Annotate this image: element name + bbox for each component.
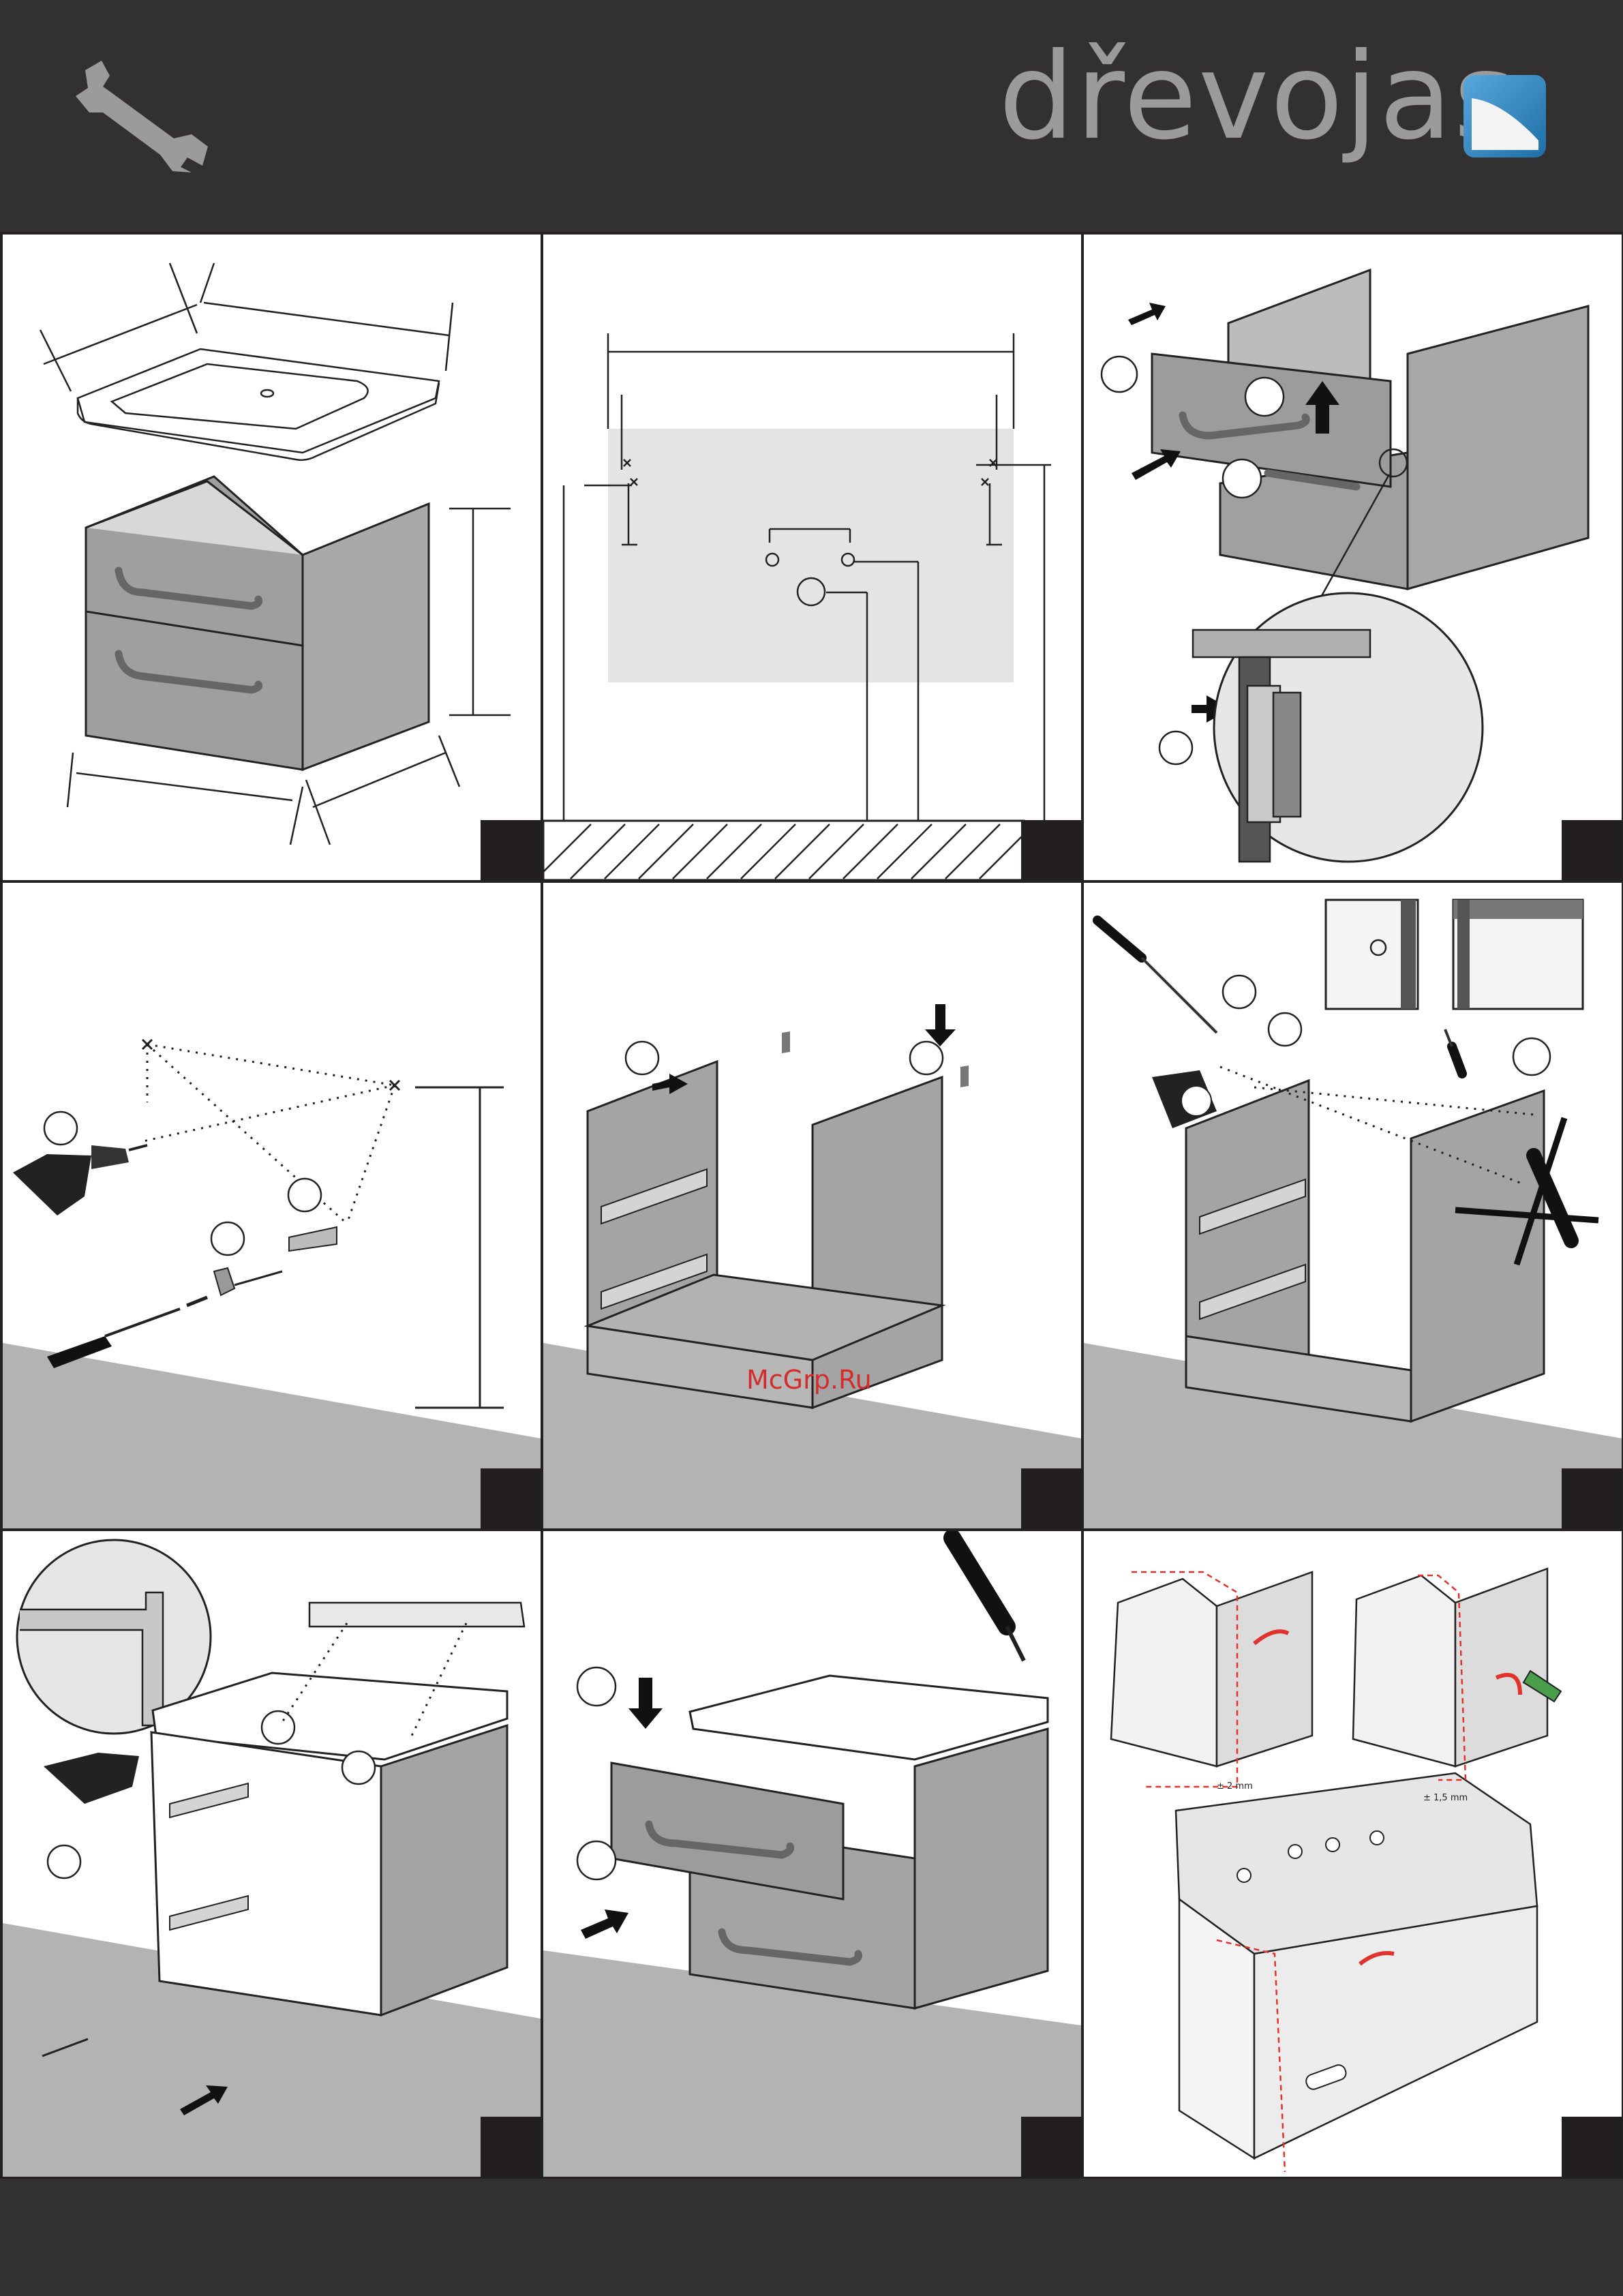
header-bar: dřevojas (0, 0, 1623, 232)
panel-5-illustration (543, 883, 1081, 1528)
panel-7-washbasin-fixing (3, 1531, 541, 2177)
wrench-icon (72, 58, 215, 174)
instruction-grid: ± 2 mm ± 1,5 mm McGrp.Ru (0, 232, 1623, 2179)
panel-3-illustration (1084, 235, 1622, 880)
panel-7-illustration (3, 1531, 541, 2177)
step-marker (1021, 2117, 1081, 2177)
step-marker (1562, 1468, 1622, 1528)
watermark: McGrp.Ru (746, 1365, 872, 1395)
step-marker (481, 820, 541, 880)
step-marker (481, 1468, 541, 1528)
panel-6-adjust-no-silicone (1084, 883, 1622, 1528)
brand-name: dřevojas (999, 37, 1517, 157)
panel-4-illustration (3, 883, 541, 1528)
height-adjust-label: ± 1,5 mm (1423, 1793, 1468, 1803)
panel-3-drawer-removal (1084, 235, 1622, 880)
panel-1-dimensions (3, 235, 541, 880)
step-marker (481, 2117, 541, 2177)
side-adjust-label: ± 2 mm (1217, 1781, 1253, 1792)
panel-2-illustration (543, 235, 1081, 880)
panel-2-wall-layout (543, 235, 1081, 880)
panel-5-hanging (543, 883, 1081, 1528)
panel-8-illustration (543, 1531, 1081, 2177)
panel-9-front-adjustment: ± 2 mm ± 1,5 mm (1084, 1531, 1622, 2177)
brand-logo-icon (1462, 74, 1547, 159)
step-marker (1021, 820, 1081, 880)
panel-9-illustration: ± 2 mm ± 1,5 mm (1084, 1531, 1622, 2177)
step-marker (1021, 1468, 1081, 1528)
step-marker (1562, 820, 1622, 880)
step-marker (1562, 2117, 1622, 2177)
panel-1-illustration (3, 235, 541, 880)
panel-8-sealing-drawers (543, 1531, 1081, 2177)
footer-bar (0, 2179, 1623, 2296)
panel-6-illustration (1084, 883, 1622, 1528)
panel-4-drilling (3, 883, 541, 1528)
